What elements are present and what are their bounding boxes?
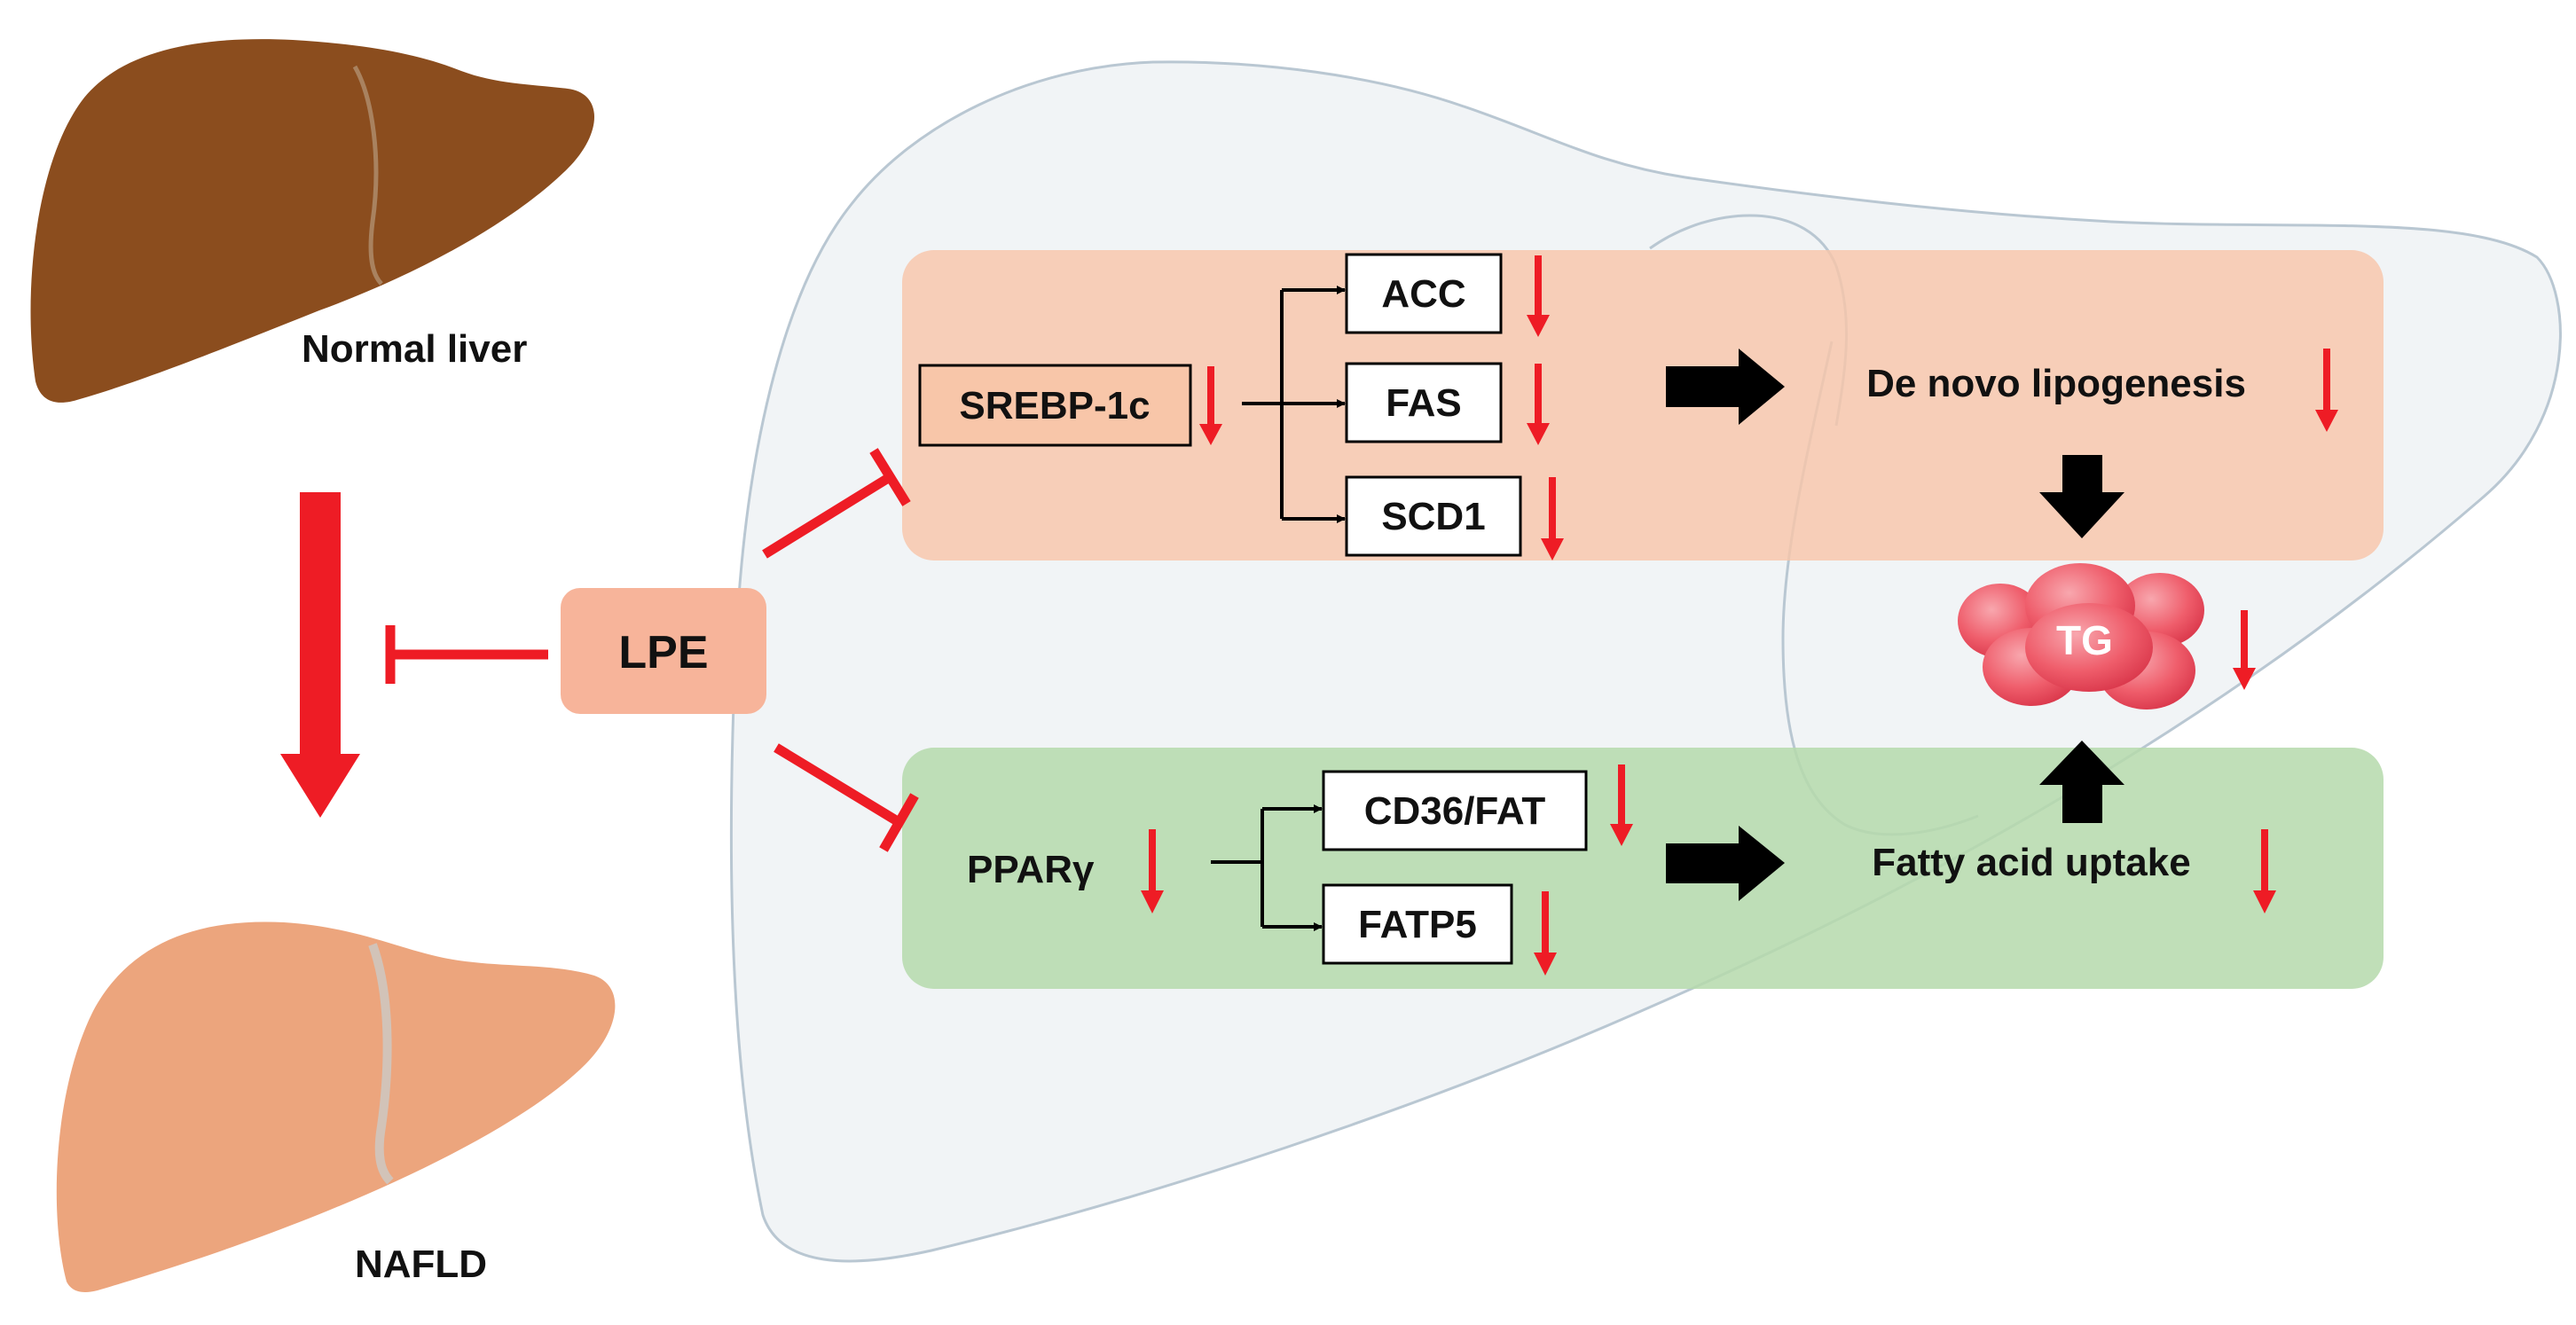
fatty-acid-decrease-icon [2253,829,2276,913]
fatp5-box [1322,883,1513,965]
cd36-box [1322,770,1588,851]
tg-droplet-cluster [1958,563,2204,710]
srebp-label: SREBP-1c [959,384,1150,427]
acc-label: ACC [1381,272,1465,316]
lipogenesis-to-tg-arrow [2039,455,2124,538]
fatp5-label: FATP5 [1358,903,1477,946]
lipogenesis-panel [902,250,2384,561]
fas-decrease-icon [1527,364,1550,445]
cd36-decrease-icon [1610,764,1633,846]
uptake-to-tg-arrow [2039,741,2124,823]
lpe-inhibits-srebp [762,448,911,559]
srebp-branch-connectors [1242,286,1346,523]
normal-liver-label: Normal liver [302,327,527,371]
ppar-label: PPARγ [967,848,1095,891]
de-novo-decrease-icon [2315,349,2338,432]
progression-arrow [280,492,360,818]
fas-label: FAS [1386,381,1462,425]
tg-label: TG [2056,617,2113,663]
de-novo-lipogenesis-label: De novo lipogenesis [1866,362,2246,405]
srebp-decrease-icon [1199,366,1222,445]
srebp-box [918,364,1192,447]
scd1-label: SCD1 [1381,495,1485,538]
lpe-inhibits-progression [385,625,548,684]
scd1-box [1345,475,1522,557]
scd1-decrease-icon [1541,477,1564,561]
decrease-arrows [1141,255,2338,976]
uptake-flow-arrow [1666,826,1785,901]
lpe-inhibits-ppar [774,743,919,852]
fatty-acid-uptake-label: Fatty acid uptake [1872,841,2190,884]
lpe-label: LPE [618,627,708,678]
fatp5-decrease-icon [1534,891,1557,976]
liver-outline-large [729,60,2562,1263]
ppar-decrease-icon [1141,829,1164,913]
tg-decrease-icon [2233,610,2256,690]
cd36-label: CD36/FAT [1364,789,1546,833]
lpe-box [561,588,766,714]
nafld-liver-icon [56,921,616,1292]
nafld-label: NAFLD [355,1243,487,1286]
ppar-branch-connectors [1211,804,1323,931]
acc-decrease-icon [1527,255,1550,337]
acc-box [1345,253,1503,334]
fas-box [1345,362,1503,443]
normal-liver-icon [30,39,595,403]
lipogenesis-flow-arrow [1666,349,1785,425]
